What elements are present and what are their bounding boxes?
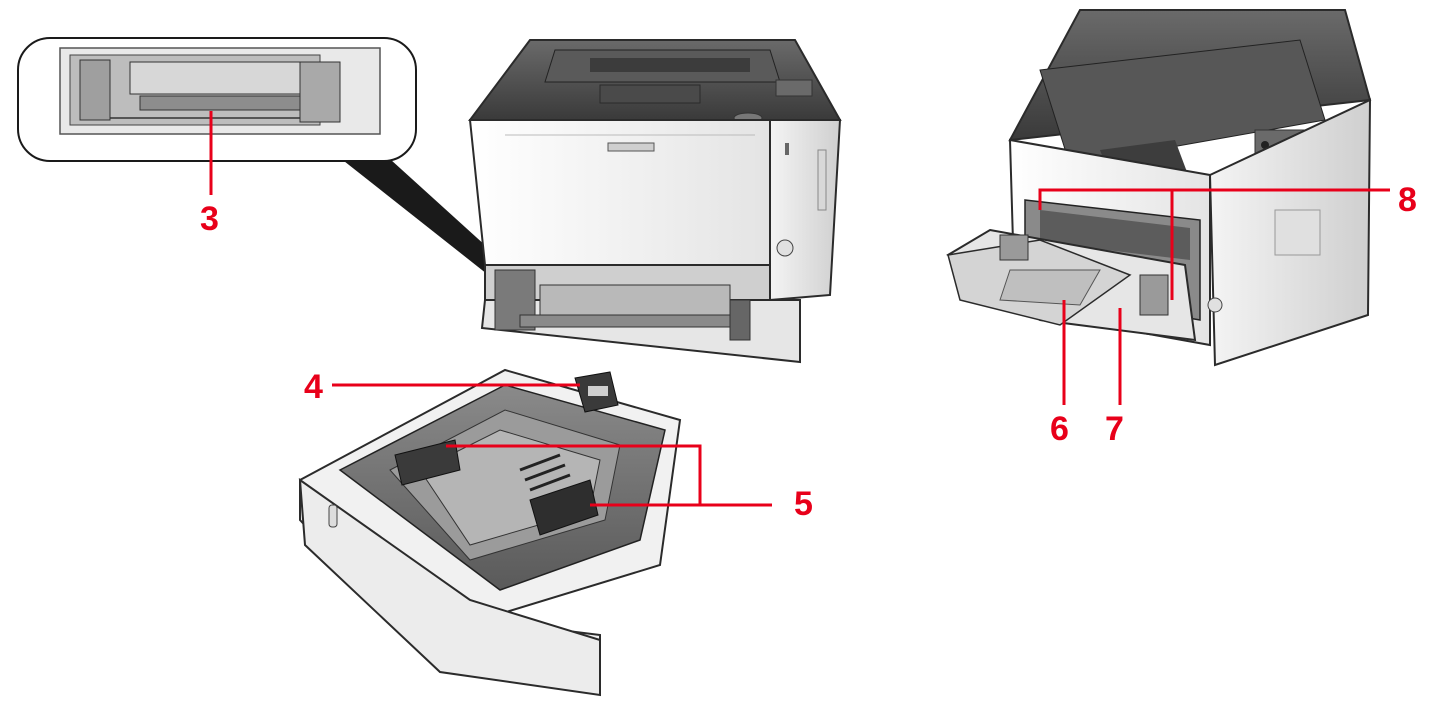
leader-5 [446, 444, 702, 507]
paper-cassette-illustration [298, 368, 682, 697]
printer-front-illustration [468, 39, 842, 364]
callout-6: 6 [1050, 410, 1069, 448]
callout-4: 4 [304, 368, 323, 406]
leader-8 [1038, 188, 1390, 210]
callout-5: 5 [794, 485, 813, 523]
callout-7: 7 [1105, 410, 1124, 448]
callout-8: 8 [1398, 181, 1417, 219]
printer-mp-tray-illustration [946, 9, 1372, 367]
inset-detail [17, 37, 540, 300]
callout-3: 3 [200, 200, 219, 238]
